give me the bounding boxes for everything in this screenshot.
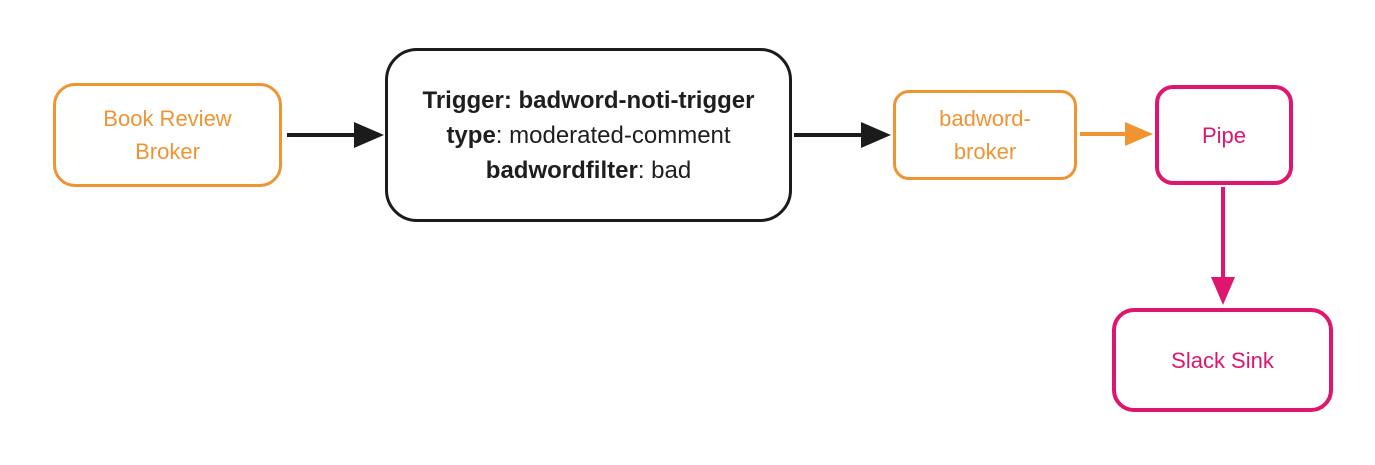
- node-trigger: Trigger: badword-noti-trigger type: mode…: [385, 48, 792, 222]
- node-pipe-label: Pipe: [1201, 122, 1247, 148]
- arrow-trigger-to-badword-broker: [794, 122, 891, 148]
- trigger-name-bold: Trigger: badword-noti-trigger: [422, 86, 755, 114]
- node-book-review-broker: Book Review Broker: [53, 83, 282, 187]
- trigger-filter-bold: badwordfilter: [485, 156, 638, 184]
- node-pipe: Pipe: [1155, 85, 1293, 185]
- trigger-type-normal: : moderated-comment: [495, 121, 731, 149]
- trigger-line-type: type: moderated-comment: [446, 118, 730, 153]
- node-slack-sink-label: Slack Sink: [1171, 347, 1274, 373]
- trigger-filter-normal: : bad: [637, 156, 692, 184]
- trigger-line-name: Trigger: badword-noti-trigger: [423, 83, 755, 118]
- arrow-pipe-to-slack-sink: [1211, 187, 1235, 305]
- arrow-badword-broker-to-pipe: [1080, 122, 1153, 146]
- node-slack-sink: Slack Sink: [1112, 308, 1333, 412]
- node-book-review-broker-label: Book Review Broker: [103, 106, 232, 164]
- trigger-type-bold: type: [446, 121, 496, 149]
- node-badword-broker-label: badword-broker: [939, 106, 1031, 164]
- node-badword-broker: badword-broker: [893, 90, 1077, 180]
- trigger-line-filter: badwordfilter: bad: [486, 153, 691, 188]
- arrow-broker-to-trigger: [287, 122, 384, 148]
